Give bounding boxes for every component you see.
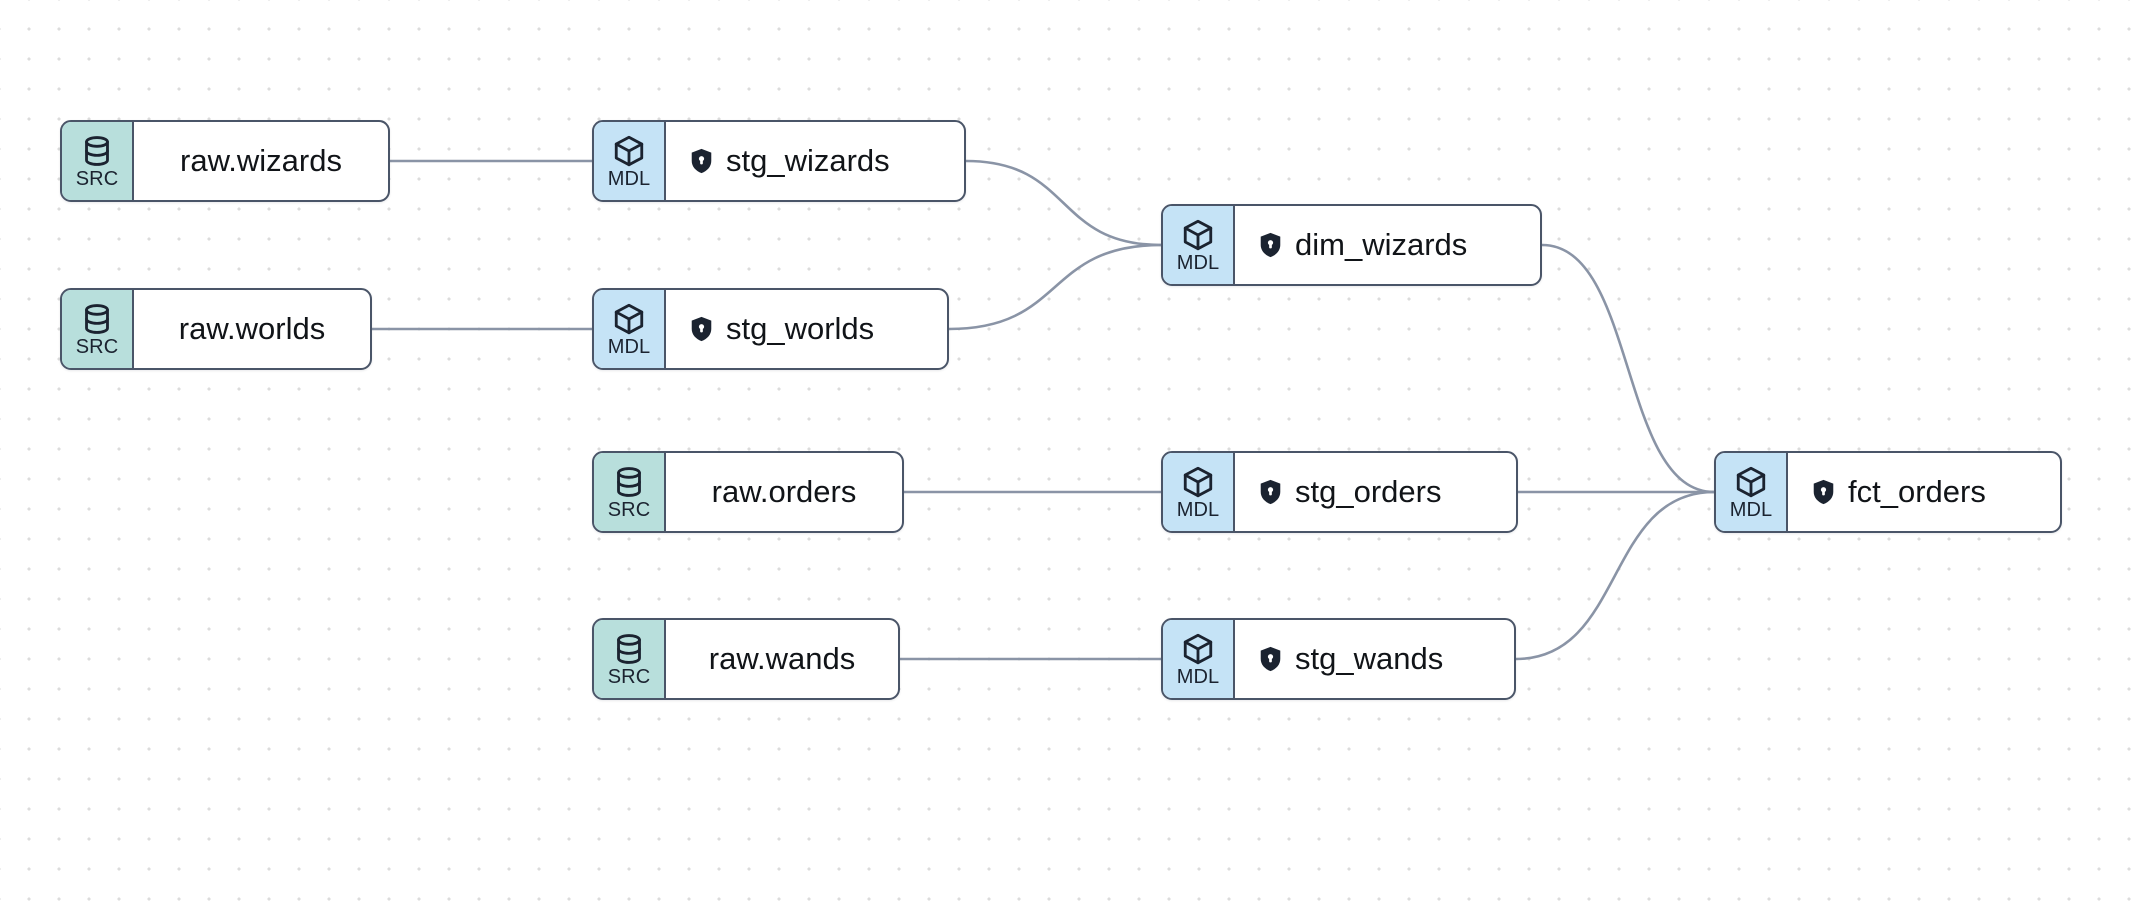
node-label: stg_wands (1295, 640, 1444, 676)
lineage-node-stg_orders[interactable]: MDL stg_orders (1161, 451, 1518, 533)
node-body: raw.wizards (134, 122, 388, 200)
lineage-node-dim_wizards[interactable]: MDL dim_wizards (1161, 204, 1542, 286)
node-type-badge: SRC (594, 453, 666, 531)
shield-lock-icon (690, 316, 713, 342)
lineage-node-stg_wizards[interactable]: MDL stg_wizards (592, 120, 966, 202)
node-body: dim_wizards (1235, 206, 1540, 284)
node-type-badge: MDL (1163, 620, 1235, 698)
node-type-badge: MDL (1716, 453, 1788, 531)
lineage-edge-stg_wizards-to-dim_wizards (964, 159, 1163, 247)
cube-icon (1181, 218, 1215, 252)
node-label: stg_orders (1295, 473, 1442, 509)
badge-label: MDL (1729, 499, 1773, 521)
badge-label: SRC (607, 499, 651, 521)
lineage-node-raw_worlds[interactable]: SRC raw.worlds (60, 288, 372, 370)
badge-label: SRC (75, 168, 119, 190)
node-type-badge: SRC (594, 620, 666, 698)
node-body: fct_orders (1788, 453, 2060, 531)
cube-icon (1181, 632, 1215, 666)
node-body: stg_orders (1235, 453, 1516, 531)
lineage-node-stg_worlds[interactable]: MDL stg_worlds (592, 288, 949, 370)
node-body: stg_wands (1235, 620, 1514, 698)
shield-lock-icon (1259, 646, 1282, 672)
node-body: raw.wands (666, 620, 898, 698)
badge-label: MDL (607, 336, 651, 358)
badge-label: SRC (607, 666, 651, 688)
node-label: raw.wizards (180, 142, 342, 178)
node-body: raw.worlds (134, 290, 370, 368)
lineage-edge-stg_worlds-to-dim_wizards (947, 243, 1163, 331)
lineage-node-raw_orders[interactable]: SRC raw.orders (592, 451, 904, 533)
node-label: dim_wizards (1295, 226, 1468, 262)
shield-lock-icon (1259, 479, 1282, 505)
node-label: fct_orders (1848, 473, 1986, 509)
lineage-edge-stg_wands-to-fct_orders (1514, 490, 1716, 661)
node-body: stg_worlds (666, 290, 947, 368)
cube-icon (612, 134, 646, 168)
node-type-badge: MDL (1163, 453, 1235, 531)
node-type-badge: SRC (62, 290, 134, 368)
badge-label: MDL (607, 168, 651, 190)
cube-icon (1734, 465, 1768, 499)
node-label: raw.orders (711, 473, 857, 509)
badge-label: MDL (1176, 499, 1220, 521)
shield-lock-icon (690, 148, 713, 174)
lineage-node-raw_wizards[interactable]: SRC raw.wizards (60, 120, 390, 202)
badge-label: SRC (75, 336, 119, 358)
node-label: stg_worlds (726, 310, 875, 346)
lineage-node-fct_orders[interactable]: MDL fct_orders (1714, 451, 2062, 533)
node-type-badge: MDL (1163, 206, 1235, 284)
node-label: stg_wizards (726, 142, 890, 178)
database-icon (612, 632, 646, 666)
node-label: raw.worlds (178, 310, 326, 346)
badge-label: MDL (1176, 252, 1220, 274)
lineage-node-stg_wands[interactable]: MDL stg_wands (1161, 618, 1516, 700)
database-icon (80, 302, 114, 336)
cube-icon (1181, 465, 1215, 499)
database-icon (612, 465, 646, 499)
badge-label: MDL (1176, 666, 1220, 688)
node-type-badge: MDL (594, 290, 666, 368)
node-type-badge: MDL (594, 122, 666, 200)
database-icon (80, 134, 114, 168)
node-type-badge: SRC (62, 122, 134, 200)
cube-icon (612, 302, 646, 336)
shield-lock-icon (1259, 232, 1282, 258)
lineage-node-raw_wands[interactable]: SRC raw.wands (592, 618, 900, 700)
node-body: raw.orders (666, 453, 902, 531)
node-body: stg_wizards (666, 122, 964, 200)
shield-lock-icon (1812, 479, 1835, 505)
lineage-edge-dim_wizards-to-fct_orders (1540, 243, 1716, 494)
node-label: raw.wands (708, 640, 856, 676)
